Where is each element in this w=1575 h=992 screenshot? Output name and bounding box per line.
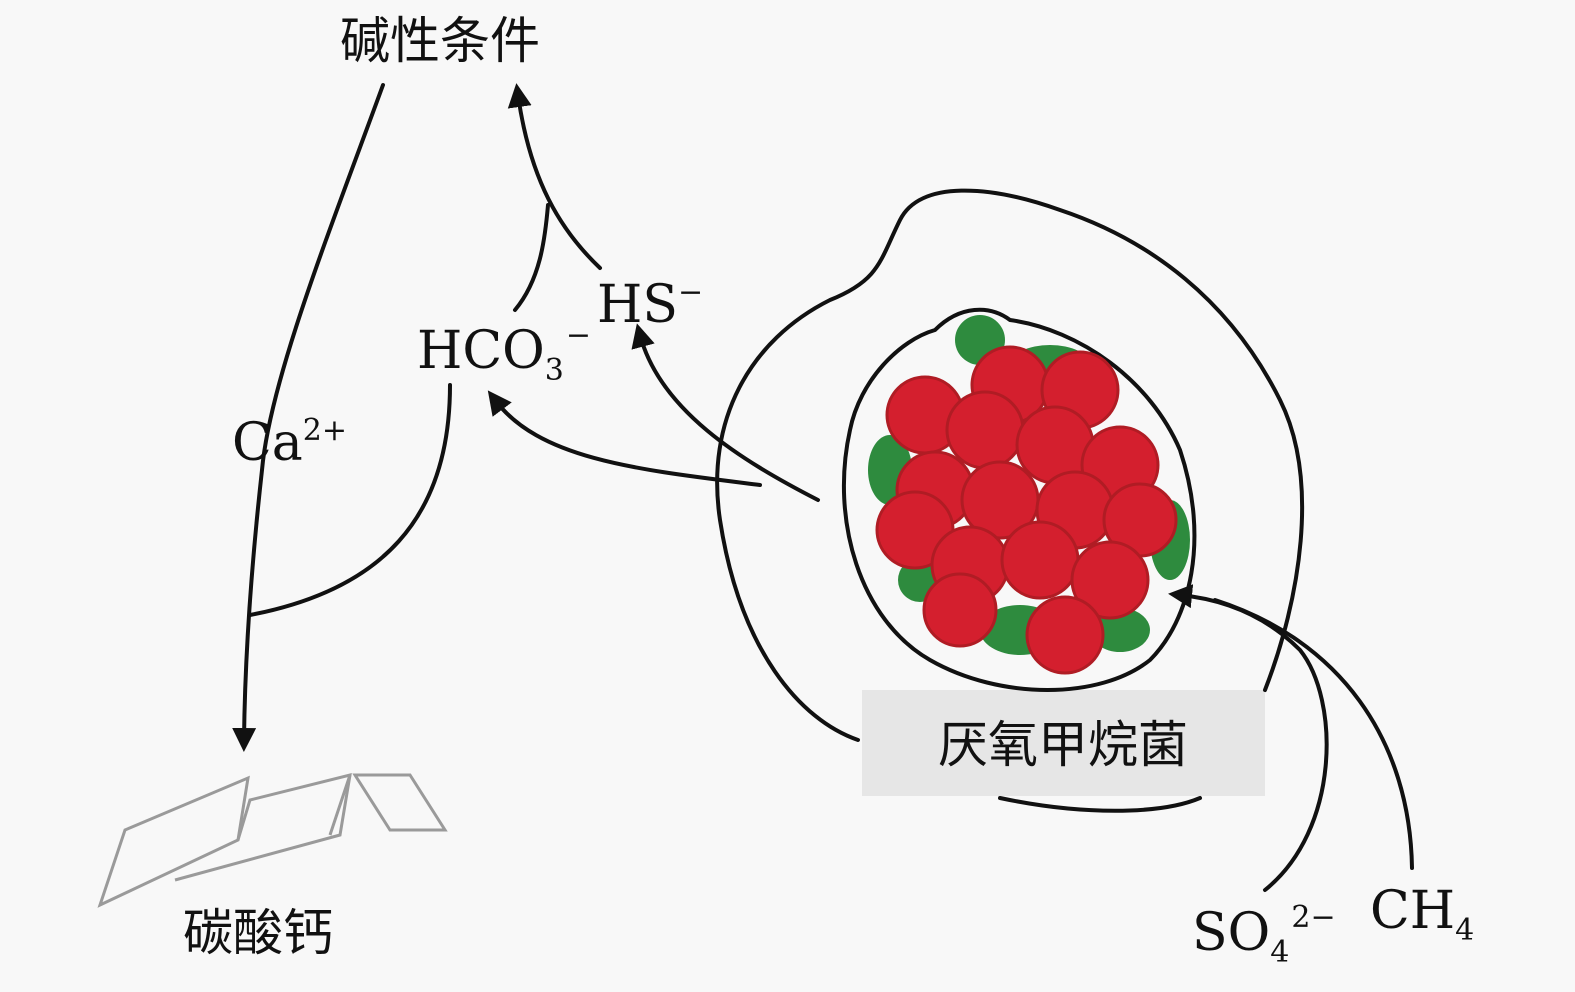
arrow-hco3-to-alkaline [513,203,550,312]
label-anme: 厌氧甲烷菌 [938,716,1188,774]
label-ca2plus: Ca2+ [232,413,347,473]
anme-label-box [862,690,1265,796]
arrow-to-hco3 [487,390,762,487]
arrow-ca-to-carbonate [232,83,385,752]
inner-envelope [842,307,1197,692]
label-hs: HS− [597,275,703,335]
outer-envelope [715,188,1305,742]
calcium-carbonate-crystals [97,772,448,908]
label-ch4: CH4 [1370,881,1474,948]
label-so4: SO42− [1192,900,1336,970]
label-alkaline-conditions: 碱性条件 [340,12,540,70]
arrow-hco3-to-carbonate [248,383,452,617]
arrow-to-hs [631,323,820,502]
label-calcium-carbonate: 碳酸钙 [183,904,333,962]
arrow-to-alkaline [507,83,602,270]
methanotrophic-archaea [875,345,1178,675]
arrow-ch4-input [1213,598,1414,870]
label-hco3: HCO3− [417,318,591,388]
outer-envelope-bottom [998,796,1202,813]
